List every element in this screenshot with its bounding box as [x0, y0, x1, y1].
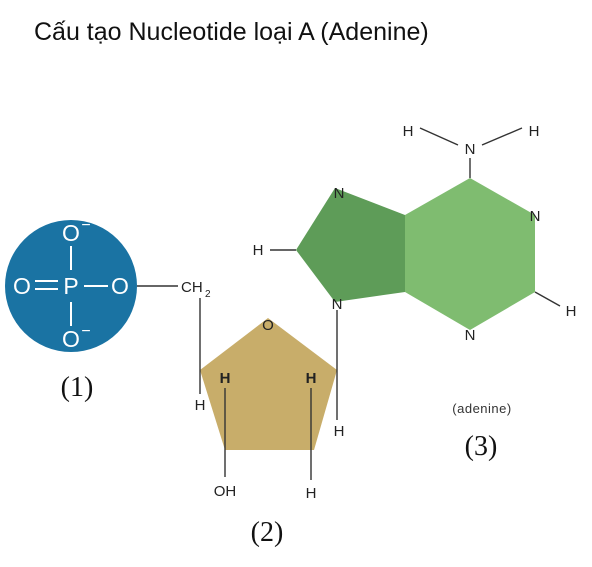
page-title: Cấu tạo Nucleotide loại A (Adenine) — [34, 18, 429, 46]
sugar-h-right-out: H — [334, 423, 345, 440]
phosphate-charge-bottom: − — [81, 323, 90, 340]
phosphate-p: P — [63, 273, 78, 299]
phosphate-o-left: O — [13, 273, 31, 299]
base-amino-h-left: H — [403, 123, 414, 140]
sugar-h-left-out: H — [195, 397, 206, 414]
phosphate-o-top: O — [62, 220, 80, 246]
base-five-ring — [296, 188, 405, 302]
phosphate-charge-top: − — [81, 217, 90, 234]
base-six-ring — [405, 178, 535, 330]
base-amino-h-right: H — [529, 123, 540, 140]
sugar-ch-sub: 2 — [205, 289, 211, 300]
sugar-group: CH 2 O H H H H OH H — [181, 279, 344, 502]
sugar-ch: CH — [181, 279, 203, 296]
sugar-h-left-in: H — [220, 370, 231, 387]
base-h-right: H — [566, 303, 577, 320]
phosphate-group: O − O P O O − — [5, 217, 137, 352]
base-n-bottom: N — [465, 327, 476, 344]
base-n-top-left: N — [334, 185, 345, 202]
label-base: (3) — [465, 431, 498, 462]
label-phosphate: (1) — [61, 372, 94, 403]
phosphate-o-right: O — [111, 273, 129, 299]
bond-c2-h — [534, 291, 561, 307]
base-n-glyco: N — [332, 296, 343, 313]
sugar-oh: OH — [214, 483, 237, 500]
base-amino-n: N — [465, 141, 476, 158]
sugar-h-bottom: H — [306, 485, 317, 502]
base-group: N H H N N N N H H — [253, 123, 577, 344]
phosphate-o-bottom: O — [62, 326, 80, 352]
base-n-right: N — [530, 208, 541, 225]
base-h-left: H — [253, 242, 264, 259]
sugar-h-right-in: H — [306, 370, 317, 387]
sugar-o-ring: O — [262, 317, 274, 334]
base-caption: (adenine) — [452, 401, 511, 416]
label-sugar: (2) — [251, 517, 284, 548]
bond-n-h-right — [481, 127, 523, 146]
sugar-pentagon — [200, 318, 337, 450]
phosphate-circle — [5, 220, 137, 352]
bond-n-h-left — [419, 127, 459, 146]
